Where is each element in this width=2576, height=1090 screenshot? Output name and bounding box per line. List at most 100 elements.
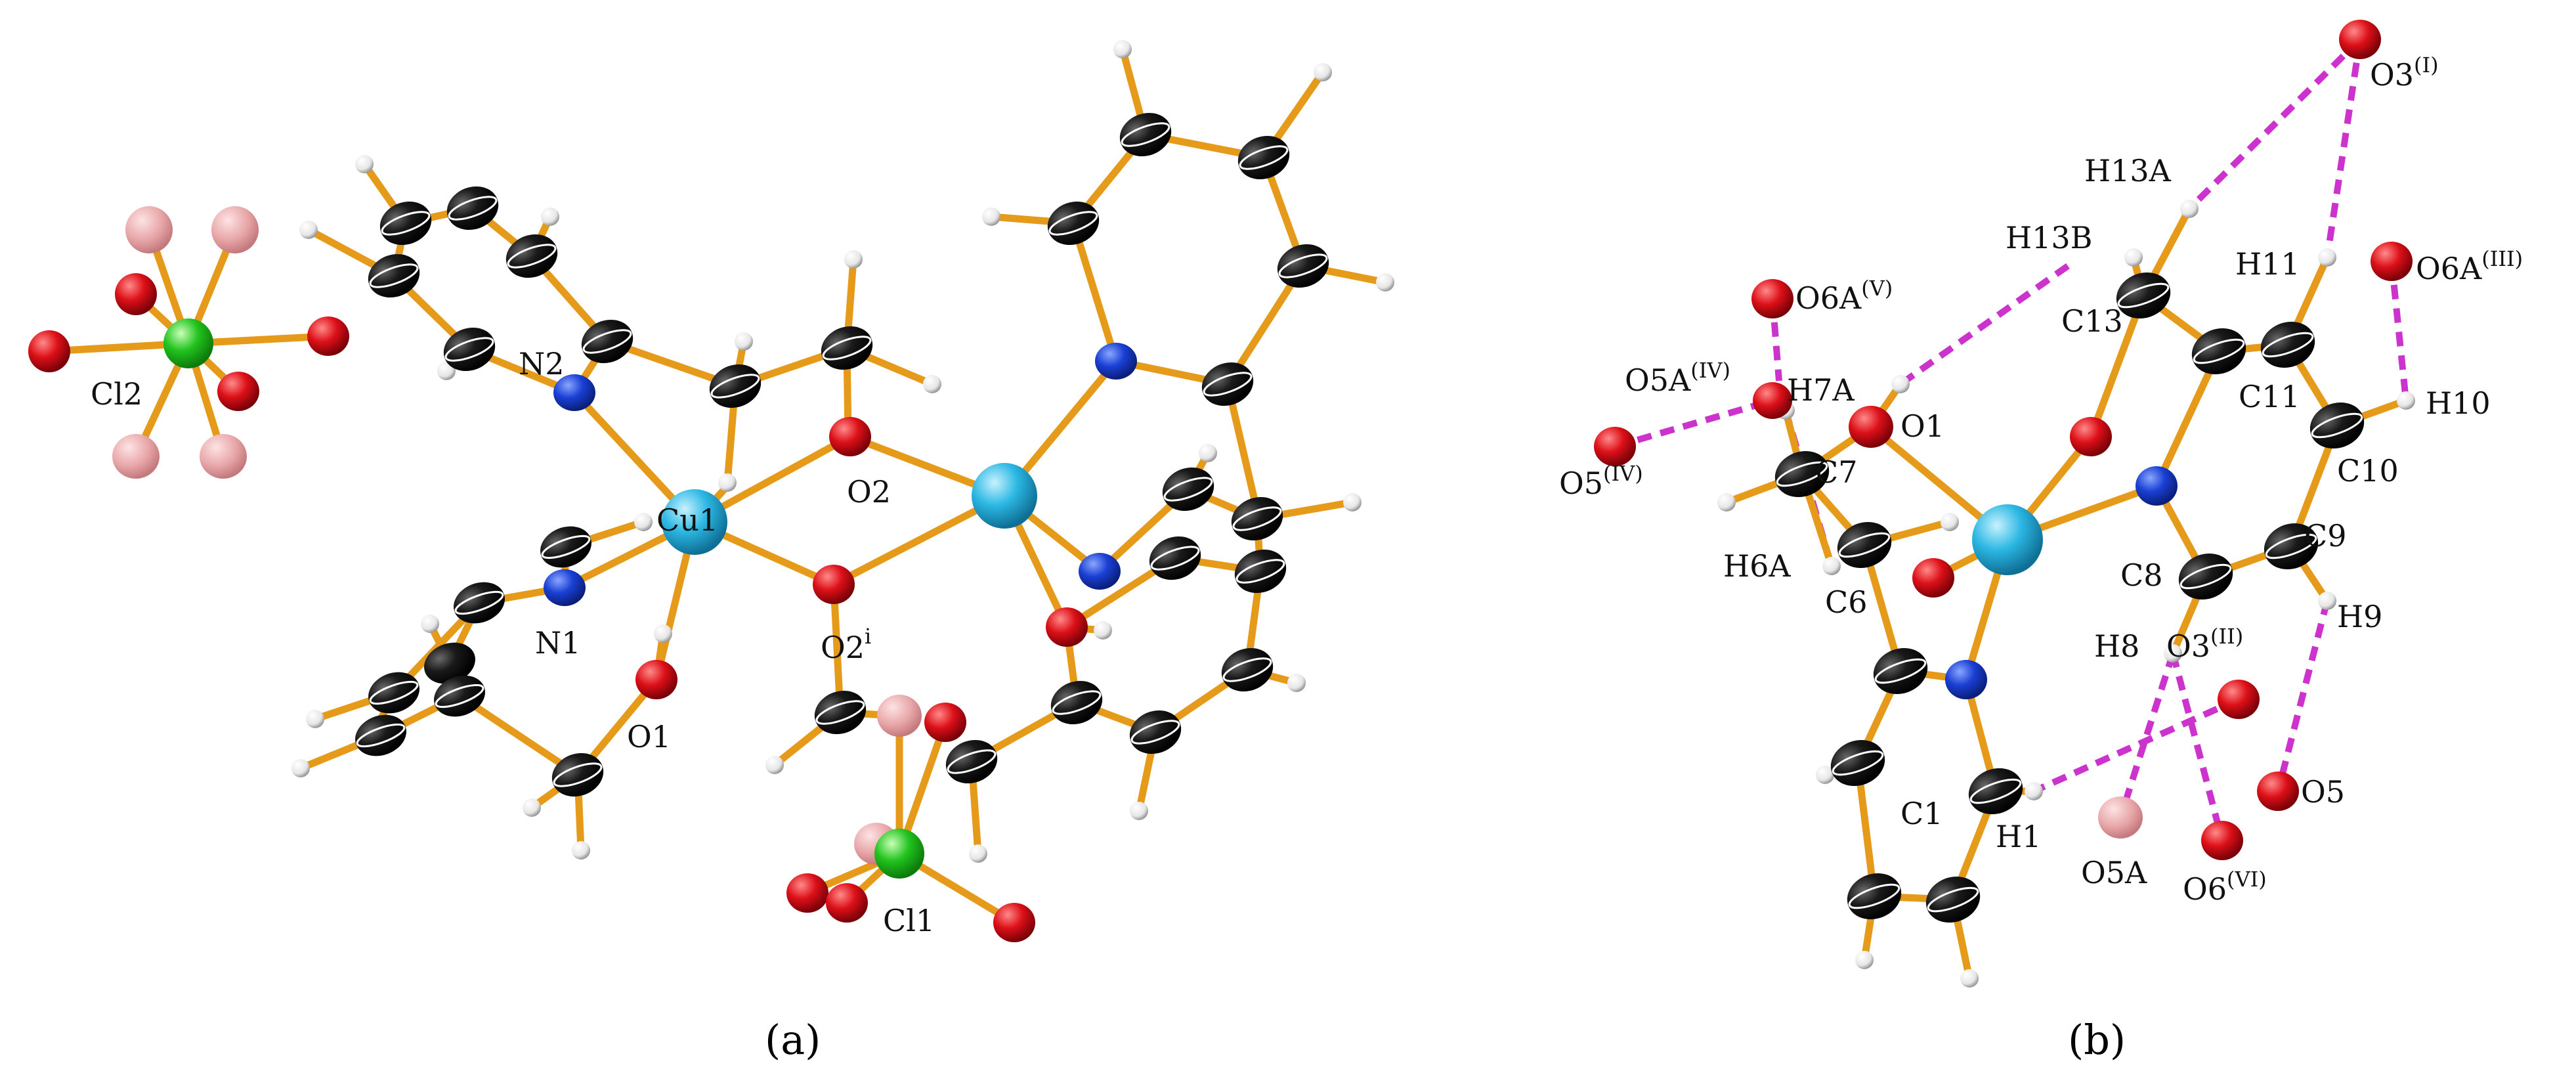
panel-a-labels: Cl2 N2 Cu1 N1 O1 O2 O2i Cl1: [91, 346, 935, 938]
label-c7: C7: [1815, 454, 1857, 490]
atom-n: [544, 569, 586, 606]
atom-h: [1130, 802, 1148, 820]
label-cu1: Cu1: [656, 502, 718, 538]
atom-h: [2397, 391, 2415, 410]
atom-c: [1119, 112, 1172, 157]
label-o3-ii: O3(II): [2166, 624, 2243, 664]
atom-c: [1234, 549, 1287, 594]
atom-h: [421, 615, 439, 633]
atom-o-disordered: [125, 206, 173, 253]
atom-c: [1047, 201, 1100, 246]
atom-cu: [1972, 504, 2043, 575]
atom-n: [553, 374, 595, 411]
atom-h: [2025, 782, 2043, 800]
label-n2: N2: [519, 346, 565, 381]
atom-h: [1941, 513, 1959, 531]
atom-h: [1314, 63, 1332, 81]
label-c8: C8: [2120, 557, 2162, 593]
atom-o: [307, 316, 349, 356]
label-h11: H11: [2235, 246, 2300, 282]
atom-h: [2318, 592, 2336, 610]
label-o2: O2: [847, 474, 891, 510]
atom-o: [2257, 772, 2299, 811]
atom-c: [379, 201, 432, 246]
atom-c: [424, 642, 475, 684]
atom-c: [2309, 402, 2365, 449]
label-o1: O1: [627, 719, 671, 754]
label-c1: C1: [1900, 796, 1943, 831]
label-h10: H10: [2426, 385, 2491, 421]
atom-h: [306, 710, 324, 728]
caption-b: (b): [2068, 1016, 2126, 1064]
atom-c: [709, 364, 762, 408]
label-c11: C11: [2239, 379, 2300, 414]
label-h13b: H13B: [2006, 220, 2092, 255]
atom-cl: [874, 829, 924, 879]
atom-o: [2201, 821, 2243, 860]
label-o5a: O5A: [2081, 855, 2147, 890]
atom-o-disordered: [877, 695, 922, 737]
atom-o-disordered: [211, 206, 259, 253]
atom-c: [1968, 768, 2023, 815]
atom-n: [1079, 553, 1121, 590]
atom-h: [923, 375, 941, 393]
atom-h: [299, 221, 318, 239]
label-o5-iv: O5(IV): [1559, 461, 1643, 501]
label-cl2: Cl2: [91, 376, 142, 412]
atom-c: [1050, 680, 1103, 725]
atom-c: [1231, 496, 1283, 541]
atom-o: [1046, 607, 1088, 647]
atom-cu: [662, 489, 727, 555]
atom-o: [217, 372, 259, 411]
panel-b-hydrogen-bonds: [1614, 37, 2409, 842]
atom-h: [2318, 248, 2336, 267]
atom-h: [1891, 375, 1910, 393]
atom-c: [2260, 321, 2315, 368]
label-h7a: H7A: [1787, 372, 1855, 408]
atom-o: [1849, 406, 1893, 448]
panel-b-labels: O3(I) H13A H13B H11 O6A(III) O6A(V) C13 …: [1559, 53, 2523, 907]
panel-a-atoms: [28, 40, 1394, 942]
atom-o-disordered: [200, 434, 247, 479]
atom-h: [355, 155, 374, 173]
label-o3-i: O3(I): [2370, 53, 2439, 93]
atom-h: [969, 844, 987, 863]
atom-cl: [163, 318, 213, 368]
atom-h: [2164, 644, 2182, 663]
atom-h: [634, 513, 653, 531]
atom-h: [1113, 40, 1132, 58]
label-c6: C6: [1825, 584, 1867, 620]
atom-h: [2180, 200, 2199, 218]
atom-o: [786, 873, 828, 913]
atom-o-disordered: [112, 434, 160, 479]
atom-o: [829, 417, 871, 456]
label-h9: H9: [2337, 599, 2382, 634]
atom-n: [1945, 660, 1987, 699]
atom-n: [1095, 343, 1137, 380]
atom-o: [2070, 417, 2112, 456]
atom-o: [2339, 20, 2381, 59]
label-h13a: H13A: [2084, 153, 2172, 188]
atom-h: [572, 841, 590, 860]
label-h1: H1: [1996, 819, 2041, 854]
atom-h: [1094, 621, 1112, 640]
label-c9: C9: [2304, 518, 2346, 554]
atom-o: [635, 660, 677, 699]
atom-h: [844, 250, 863, 269]
atom-o: [2218, 680, 2260, 719]
atom-h: [1816, 766, 1834, 784]
label-o6-vi: O6(VI): [2183, 867, 2267, 907]
label-o6a-iii: O6A(III): [2416, 246, 2523, 286]
atom-c: [1925, 876, 1981, 923]
atom-o: [924, 703, 966, 742]
atom-c: [1830, 739, 1885, 787]
label-c10: C10: [2337, 453, 2399, 489]
atom-c: [1221, 647, 1274, 692]
atom-h: [1376, 273, 1394, 292]
label-n1: N1: [535, 625, 581, 661]
atom-o: [1753, 382, 1792, 419]
atom-c: [1277, 244, 1329, 288]
panel-a: Cl2 N2 Cu1 N1 O1 O2 O2i Cl1 (a): [28, 40, 1394, 1064]
label-c13: C13: [2061, 303, 2123, 339]
